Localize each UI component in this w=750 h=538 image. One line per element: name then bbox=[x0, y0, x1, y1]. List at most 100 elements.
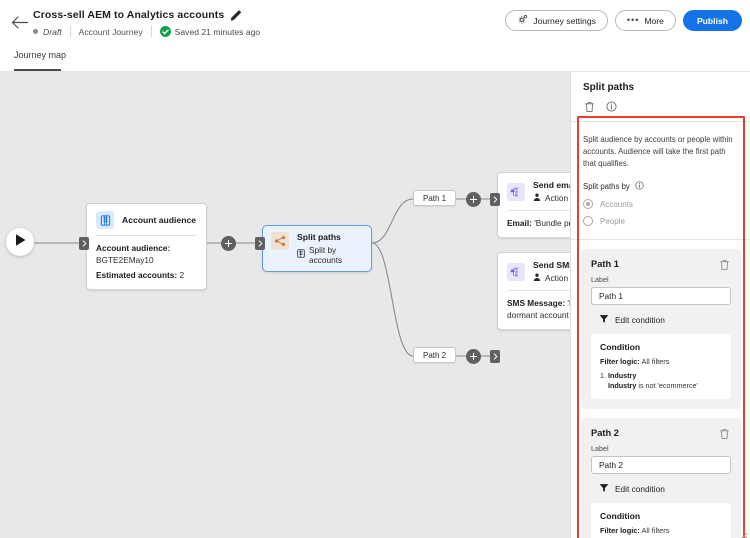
meta-divider bbox=[69, 26, 71, 37]
audience-value: BGTE2EMay10 bbox=[96, 255, 154, 266]
node-title: Send email bbox=[533, 180, 579, 190]
tab-bar: Journey map bbox=[0, 48, 750, 72]
info-circle-icon[interactable] bbox=[635, 181, 644, 192]
connector-handle-email[interactable] bbox=[490, 193, 500, 206]
split-paths-icon bbox=[271, 232, 289, 250]
node-account-audience[interactable]: Account audience Account audience: BGTE2… bbox=[86, 203, 207, 291]
journey-settings-label: Journey settings bbox=[533, 15, 596, 26]
path-label-caption-2: Label bbox=[591, 444, 609, 454]
path-card-header: Path 2 bbox=[591, 427, 731, 440]
estimated-accounts-label: Estimated accounts: bbox=[96, 270, 178, 281]
add-step-button-audience[interactable] bbox=[221, 236, 236, 251]
radio-icon-unselected bbox=[583, 216, 593, 227]
sms-subtitle-label: Action on p bbox=[545, 273, 587, 284]
journey-settings-button[interactable]: Journey settings bbox=[505, 10, 608, 31]
sms-body-value-2: dormant account con bbox=[507, 309, 585, 320]
gear-icon bbox=[517, 14, 528, 27]
top-bar-actions: Journey settings ••• More Publish bbox=[505, 10, 742, 31]
node-text-stack: Split paths Split by accounts bbox=[297, 232, 363, 265]
tab-bar-divider bbox=[0, 71, 750, 72]
audience-label: Account audience: bbox=[96, 243, 171, 253]
condition-title-2: Condition bbox=[600, 511, 641, 522]
pencil-icon[interactable] bbox=[230, 9, 242, 21]
filter-icon bbox=[599, 483, 609, 495]
node-text-stack: Send SMS Action on p bbox=[533, 260, 587, 284]
play-icon bbox=[14, 233, 27, 252]
back-arrow-icon[interactable] bbox=[10, 13, 28, 31]
path-pill-1[interactable]: Path 1 bbox=[413, 190, 457, 206]
trash-icon[interactable] bbox=[719, 258, 731, 271]
send-email-icon bbox=[507, 182, 525, 201]
panel-section-divider bbox=[571, 239, 750, 241]
node-divider bbox=[507, 289, 605, 291]
send-sms-icon bbox=[507, 262, 525, 281]
edit-condition-button-2[interactable]: Edit condition bbox=[599, 483, 731, 495]
publish-button[interactable]: Publish bbox=[682, 10, 742, 31]
account-audience-icon bbox=[96, 211, 114, 229]
filter-logic-label-2: Filter logic: bbox=[600, 526, 640, 536]
node-divider bbox=[507, 209, 605, 211]
node-subtitle: Action on p bbox=[533, 193, 587, 204]
journey-meta: Draft Account Journey Saved 21 minutes a… bbox=[33, 26, 260, 37]
check-circle-icon bbox=[159, 26, 171, 37]
saved-status: Saved 21 minutes ago bbox=[159, 26, 260, 37]
trash-icon[interactable] bbox=[583, 100, 596, 113]
panel-scroll-area[interactable]: Split audience by accounts or people wit… bbox=[571, 121, 750, 538]
more-button[interactable]: ••• More bbox=[614, 10, 676, 31]
path-pill-2[interactable]: Path 2 bbox=[413, 347, 457, 363]
split-paths-panel: Split paths Split audience by accoun bbox=[570, 72, 750, 538]
person-icon bbox=[533, 193, 541, 204]
node-header: Send SMS Action on p bbox=[498, 253, 614, 290]
path-label-input-1[interactable] bbox=[591, 287, 731, 306]
node-header: Send email Action on p bbox=[498, 173, 614, 210]
publish-label: Publish bbox=[696, 15, 728, 26]
filter-logic-value-1: All filters bbox=[641, 357, 670, 367]
node-text-stack: Send email Action on p bbox=[533, 180, 587, 204]
node-body: Email: 'Bundle promo bbox=[498, 211, 614, 237]
panel-description: Split audience by accounts or people wit… bbox=[583, 135, 733, 169]
split-by-label-row: Split paths by bbox=[571, 170, 750, 192]
accounts-icon bbox=[297, 249, 305, 260]
trash-icon[interactable] bbox=[719, 427, 731, 440]
edit-condition-label-2: Edit condition bbox=[615, 484, 665, 495]
condition-title-1: Condition bbox=[600, 342, 641, 353]
resize-grip-icon[interactable] bbox=[739, 527, 748, 538]
node-title: Split paths bbox=[297, 232, 341, 242]
email-body-value: 'Bundle promo bbox=[534, 217, 588, 228]
estimated-accounts-value: 2 bbox=[179, 270, 185, 281]
add-step-button-path2[interactable] bbox=[466, 349, 481, 364]
node-divider bbox=[96, 235, 197, 236]
journey-start-button[interactable] bbox=[6, 228, 34, 256]
edit-condition-button-1[interactable]: Edit condition bbox=[599, 314, 731, 326]
path-name-2: Path 2 bbox=[591, 428, 619, 439]
split-subtitle-label: Split by accounts bbox=[309, 244, 343, 265]
tab-journey-map[interactable]: Journey map bbox=[14, 50, 67, 60]
connector-handle-sms[interactable] bbox=[490, 350, 500, 363]
radio-icon-selected bbox=[583, 199, 593, 210]
title-row: Cross-sell AEM to Analytics accounts bbox=[33, 9, 242, 21]
sms-body-label: SMS Message: bbox=[507, 297, 566, 308]
person-icon bbox=[533, 273, 541, 284]
radio-option-people[interactable]: People bbox=[571, 209, 750, 227]
path-label-input-2[interactable] bbox=[591, 456, 731, 475]
add-step-button-path1[interactable] bbox=[466, 192, 481, 207]
connector-handle-audience[interactable] bbox=[79, 237, 89, 250]
node-subtitle: Action on p bbox=[533, 273, 587, 284]
path-card-1: Path 1 Label Edit condition C bbox=[581, 249, 741, 410]
more-label: More bbox=[644, 15, 664, 26]
node-body: Account audience: BGTE2EMay10 Estimated … bbox=[87, 236, 206, 289]
condition-item-index-1: 1. bbox=[600, 371, 606, 381]
node-split-paths[interactable]: Split paths Split by accounts bbox=[262, 225, 372, 272]
tab-active-indicator bbox=[14, 69, 61, 71]
path-name-1: Path 1 bbox=[591, 259, 619, 270]
journey-type-label: Account Journey bbox=[78, 26, 143, 37]
condition-item-1: 1. Industry bbox=[600, 371, 722, 380]
top-bar: Cross-sell AEM to Analytics accounts Dra… bbox=[0, 0, 750, 48]
condition-logic-1: Filter logic: All filters bbox=[600, 357, 722, 366]
path-card-header: Path 1 bbox=[591, 258, 731, 271]
page-title: Cross-sell AEM to Analytics accounts bbox=[33, 9, 225, 21]
info-circle-icon[interactable] bbox=[605, 100, 618, 113]
connector-handle-split[interactable] bbox=[255, 237, 265, 250]
radio-option-accounts[interactable]: Accounts bbox=[571, 192, 750, 210]
